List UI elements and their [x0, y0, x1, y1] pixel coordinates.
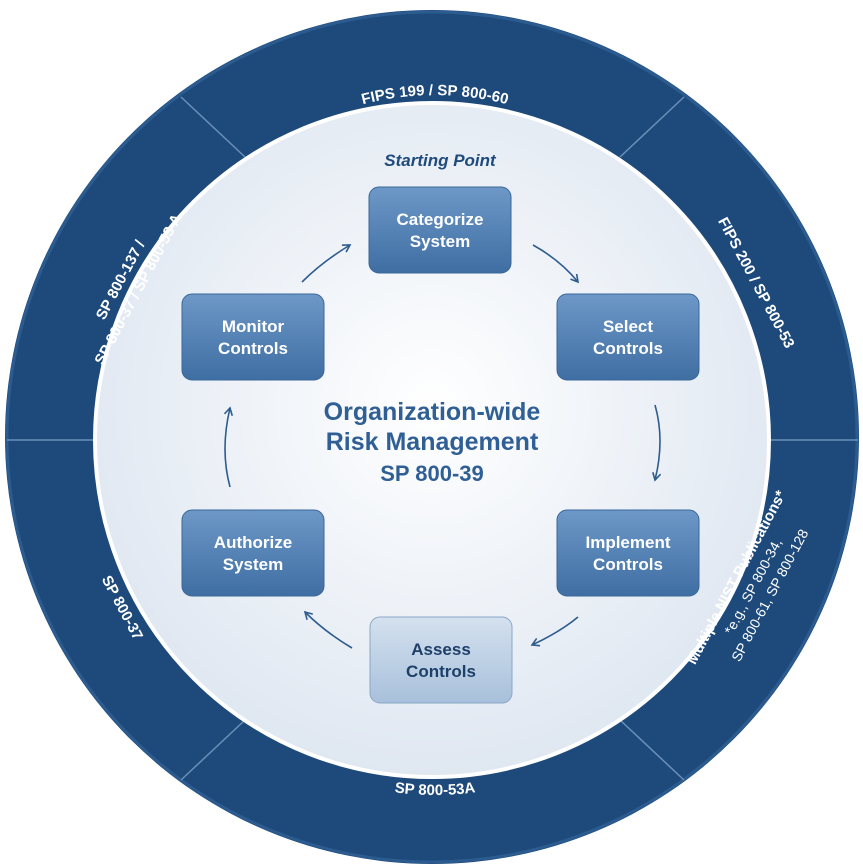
svg-text:Monitor: Monitor: [222, 317, 285, 336]
svg-text:System: System: [223, 555, 283, 574]
arrow-categorize-to-select: [532, 244, 580, 284]
svg-text:Controls: Controls: [218, 339, 288, 358]
svg-text:Authorize: Authorize: [214, 533, 292, 552]
svg-text:Controls: Controls: [406, 662, 476, 681]
center-subtitle: SP 800-39: [380, 461, 484, 486]
center-title-line1: Organization-wide: [324, 398, 541, 426]
arrow-select-to-implement: [652, 404, 662, 482]
step-implement-controls[interactable]: Implement Controls: [556, 509, 700, 597]
center-title-line2: Risk Management: [326, 428, 539, 456]
step-authorize-system[interactable]: Authorize System: [181, 509, 325, 597]
svg-text:Assess: Assess: [411, 640, 471, 659]
svg-text:Implement: Implement: [585, 533, 670, 552]
step-select-controls[interactable]: Select Controls: [556, 293, 700, 381]
ring-dividers: [7, 96, 858, 781]
starting-point-label: Starting Point: [384, 151, 497, 170]
inner-disc: [93, 101, 771, 779]
svg-text:Categorize: Categorize: [397, 210, 484, 229]
svg-text:Controls: Controls: [593, 339, 663, 358]
arrow-monitor-to-categorize: [301, 244, 352, 283]
step-monitor-controls[interactable]: Monitor Controls: [181, 293, 325, 381]
arrow-authorize-to-monitor: [223, 406, 234, 488]
arrow-assess-to-authorize: [303, 610, 353, 649]
step-assess-controls[interactable]: Assess Controls: [369, 616, 513, 704]
arrow-implement-to-assess: [530, 616, 579, 647]
ring-label-bottom: SP 800-53A: [394, 779, 476, 799]
svg-text:Select: Select: [603, 317, 653, 336]
step-categorize-system[interactable]: Categorize System: [368, 186, 512, 274]
svg-text:System: System: [410, 232, 470, 251]
svg-text:Controls: Controls: [593, 555, 663, 574]
outer-ring-highlight: [5, 10, 859, 864]
